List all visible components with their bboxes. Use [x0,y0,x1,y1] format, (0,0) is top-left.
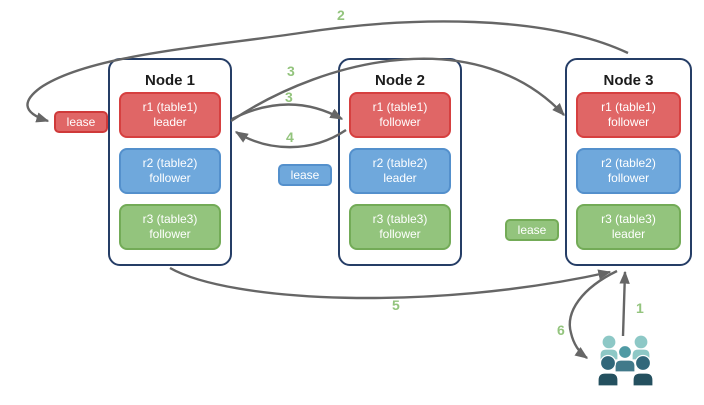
arrow-step5-node1-to-node3 [169,266,612,300]
node-1-title: Node 1 [144,72,195,89]
replica-range: r3 (table3) [372,212,428,226]
step-label-5: 5 [392,297,400,313]
node2-replica-r3: r3 (table3) follower [349,204,451,250]
arrow-step1-users-to-node3 [619,270,630,337]
node1-replica-r3: r3 (table3) follower [119,204,221,250]
node-2-title: Node 2 [374,72,425,89]
node1-replica-r1: r1 (table1) leader [119,92,221,138]
node1-replica-r2: r2 (table2) follower [119,148,221,194]
node3-replica-r3: r3 (table3) leader [576,204,681,250]
node-3-box: Node 3 r1 (table1) follower r2 (table2) … [565,58,692,266]
step-label-3a: 3 [287,63,295,79]
node-2-box: Node 2 r1 (table1) follower r2 (table2) … [338,58,462,266]
replica-range: r1 (table1) [601,100,656,114]
replica-role: follower [607,171,650,185]
replica-role: leader [153,115,187,129]
replica-range: r1 (table1) [142,100,198,114]
replica-range: r2 (table2) [601,156,656,170]
step-label-2: 2 [337,7,345,23]
arrow-step3-leader-to-node2 [231,103,344,121]
replica-role: follower [379,227,421,241]
step-label-4: 4 [286,129,294,145]
replica-role: leader [383,171,417,185]
replica-role: follower [149,227,191,241]
node2-replica-r2: r2 (table2) leader [349,148,451,194]
replica-range: r3 (table3) [601,212,656,226]
step-label-6: 6 [557,322,565,338]
replica-role: follower [149,171,191,185]
lease-badge-green: lease [505,219,559,241]
replica-range: r2 (table2) [142,156,198,170]
users-icon [597,334,654,387]
replica-range: r2 (table2) [372,156,428,170]
lease-badge-blue: lease [278,164,332,186]
step-label-1: 1 [636,300,644,316]
node-1-box: Node 1 r1 (table1) leader r2 (table2) fo… [108,58,232,266]
replica-role: leader [611,227,646,241]
node2-replica-r1: r1 (table1) follower [349,92,451,138]
node3-replica-r2: r2 (table2) follower [576,148,681,194]
node3-replica-r1: r1 (table1) follower [576,92,681,138]
replica-role: follower [607,115,650,129]
replica-role: follower [379,115,421,129]
replica-range: r3 (table3) [142,212,198,226]
lease-badge-red: lease [54,111,108,133]
replica-range: r1 (table1) [372,100,428,114]
step-label-3b: 3 [285,89,293,105]
node-3-title: Node 3 [603,72,654,89]
